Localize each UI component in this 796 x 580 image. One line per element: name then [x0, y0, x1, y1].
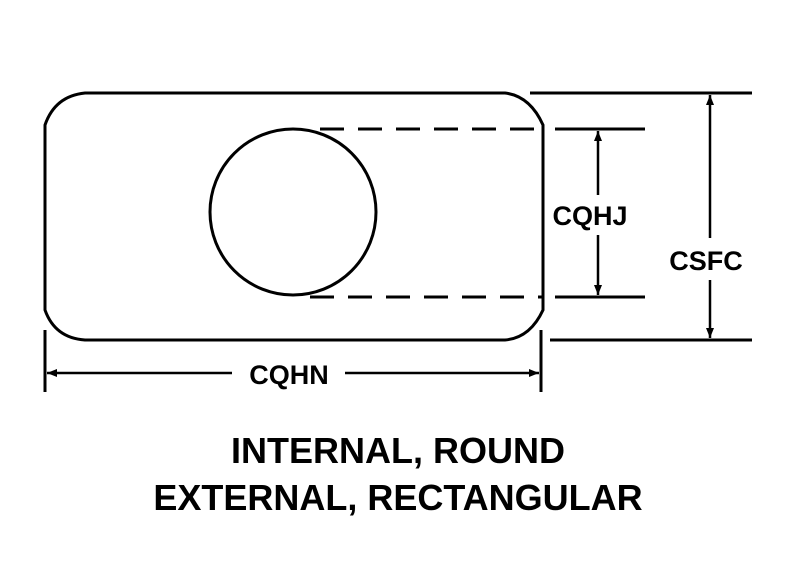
- label-cqhj: CQHJ: [552, 201, 627, 231]
- caption-line-1: INTERNAL, ROUND: [231, 430, 565, 471]
- outer-rectangle: [43, 91, 545, 342]
- caption-line-2: EXTERNAL, RECTANGULAR: [153, 477, 642, 518]
- inner-circle: [208, 127, 378, 297]
- label-cqhn: CQHN: [249, 360, 329, 390]
- label-csfc: CSFC: [669, 246, 743, 276]
